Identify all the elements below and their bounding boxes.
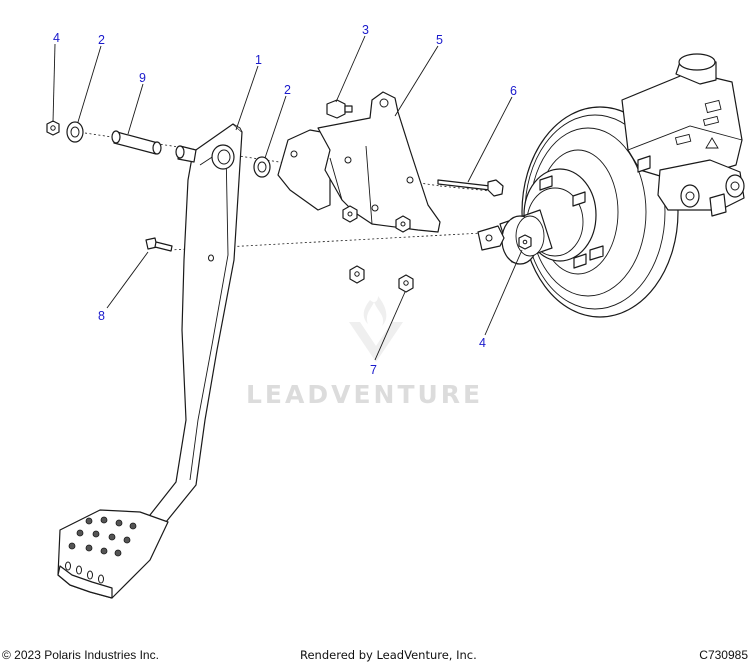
callout-5-bracket: 5 (436, 33, 443, 47)
brake-booster (477, 106, 679, 318)
rendered-by-text: Rendered by LeadVenture, Inc. (300, 648, 477, 662)
brake-pedal (57, 123, 243, 599)
leader-lines (52, 35, 523, 361)
flange-nuts-7 (349, 265, 414, 293)
bushing-left (66, 121, 84, 143)
callout-4-nut: 4 (53, 31, 60, 45)
diagram-id: C730985 (699, 648, 748, 662)
flange-bolt-3 (326, 99, 353, 119)
nut-left (46, 120, 60, 136)
bushing-right (253, 156, 271, 178)
callout-1-pedal: 1 (255, 53, 262, 67)
shoulder-bolt (145, 237, 173, 252)
callout-6-long-bolt: 6 (510, 84, 517, 98)
copyright-text: © 2023 Polaris Industries Inc. (2, 648, 159, 662)
long-bolt-6 (437, 179, 504, 197)
callout-2-bushing-right: 2 (284, 83, 291, 97)
callout-7-flange-nuts: 7 (370, 363, 377, 377)
watermark-text: LEADVENTURE (246, 380, 483, 409)
bracket-nuts (342, 205, 411, 233)
mounting-bracket (277, 91, 441, 233)
callout-2-bushing-left: 2 (98, 33, 105, 47)
callout-9-pivot-tube: 9 (139, 71, 146, 85)
watermark: LEADVENTURE (246, 296, 483, 409)
callouts: 4 2 9 1 2 3 5 6 8 4 7 (53, 23, 517, 377)
pedal-pad-holes (65, 516, 137, 584)
callout-3-bolt: 3 (362, 23, 369, 37)
pivot-tube (111, 130, 197, 163)
callout-4-clevis-nut: 4 (479, 336, 486, 350)
master-cylinder (621, 53, 745, 217)
callout-8-shoulder-bolt: 8 (98, 309, 105, 323)
watermark-logo-icon (349, 296, 403, 362)
